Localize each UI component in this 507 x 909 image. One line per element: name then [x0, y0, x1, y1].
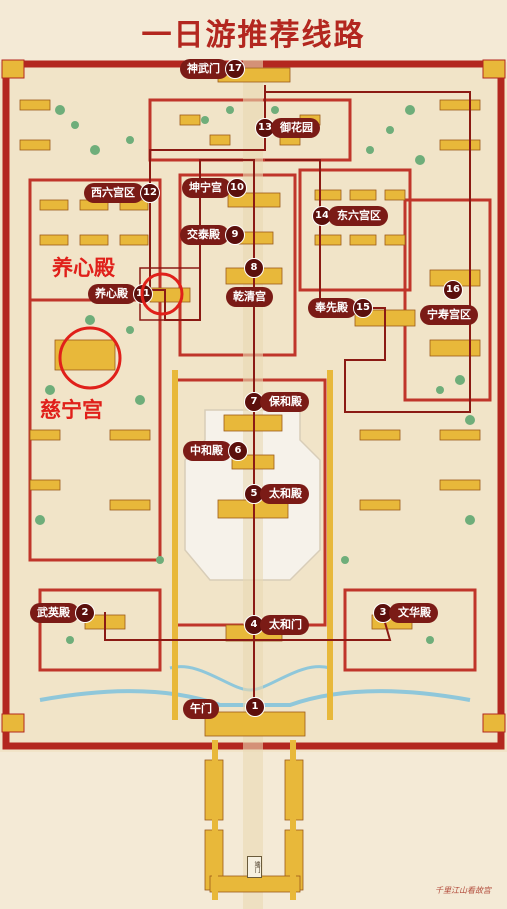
stop-ningshou-num[interactable]: 16: [443, 280, 463, 300]
stop-wuying[interactable]: 武英殿 2: [30, 603, 95, 623]
stop-yuhuayuan[interactable]: 13 御花园: [255, 118, 320, 138]
stop-label: 御花园: [271, 118, 320, 138]
stop-taihedian[interactable]: 5 太和殿: [244, 484, 309, 504]
stop-number: 8: [244, 258, 264, 278]
stop-label: 坤宁宫: [182, 178, 231, 198]
stop-baohe[interactable]: 7 保和殿: [244, 392, 309, 412]
stop-number: 16: [443, 280, 463, 300]
stop-label: 交泰殿: [180, 225, 229, 245]
stop-label: 保和殿: [260, 392, 309, 412]
stop-zhonghe[interactable]: 中和殿 6: [183, 441, 248, 461]
annotation-cining: 慈宁宫: [40, 398, 103, 422]
stop-number: 10: [227, 178, 247, 198]
stop-xiliugong[interactable]: 西六宫区 12: [84, 183, 160, 203]
stop-number: 1: [245, 697, 265, 717]
duanmen-sign: 端门: [247, 856, 262, 878]
stop-label: 午门: [183, 699, 219, 719]
stop-shenwu[interactable]: 神武门 17: [180, 59, 245, 79]
stop-wumen-label[interactable]: 午门: [183, 699, 219, 719]
stop-fengxian[interactable]: 奉先殿 15: [308, 298, 373, 318]
stop-label: 养心殿: [88, 284, 137, 304]
stop-number: 9: [225, 225, 245, 245]
stop-number: 12: [140, 183, 160, 203]
credit-watermark: 千里江山看故宫: [435, 886, 491, 895]
stop-label: 宁寿宫区: [420, 305, 478, 325]
stop-qianqing-num[interactable]: 8: [244, 258, 264, 278]
stop-number: 15: [353, 298, 373, 318]
stop-wenhua[interactable]: 3 文华殿: [373, 603, 438, 623]
page-title: 一日游推荐线路: [141, 18, 366, 53]
stop-label: 武英殿: [30, 603, 79, 623]
stop-yangxin[interactable]: 养心殿 11: [88, 284, 153, 304]
stop-dongliugong[interactable]: 14 东六宫区: [312, 206, 388, 226]
stop-label: 乾清宫: [226, 287, 273, 307]
stop-label: 文华殿: [389, 603, 438, 623]
stop-label: 中和殿: [183, 441, 232, 461]
stop-number: 6: [228, 441, 248, 461]
stop-qianqing[interactable]: 乾清宫: [226, 287, 273, 307]
stop-label: 奉先殿: [308, 298, 357, 318]
stop-kunning[interactable]: 坤宁宫 10: [182, 178, 247, 198]
stop-label: 西六宫区: [84, 183, 144, 203]
stop-taihemen[interactable]: 4 太和门: [244, 615, 309, 635]
stop-number: 7: [244, 392, 264, 412]
annotation-yangxin: 养心殿: [52, 256, 115, 280]
stop-label: 神武门: [180, 59, 229, 79]
stop-jiaotai[interactable]: 交泰殿 9: [180, 225, 245, 245]
stop-label: 太和门: [260, 615, 309, 635]
stop-number: 11: [133, 284, 153, 304]
stop-number: 2: [75, 603, 95, 623]
stop-label: 太和殿: [260, 484, 309, 504]
stop-wumen[interactable]: 1: [245, 697, 265, 717]
stop-label: 东六宫区: [328, 206, 388, 226]
stop-ningshou[interactable]: 宁寿宫区: [420, 305, 478, 325]
stop-number: 17: [225, 59, 245, 79]
